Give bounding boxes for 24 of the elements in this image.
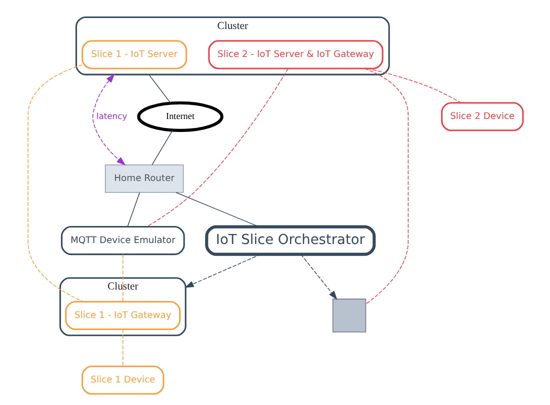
node-box: Home Router <box>104 164 184 193</box>
node-box: IoT Slice Orchestrator <box>204 225 376 256</box>
node-box: Slice 1 Device <box>81 366 164 395</box>
connector <box>151 130 173 166</box>
connector <box>148 74 171 104</box>
connector <box>122 328 123 367</box>
node-box: Slice 1 - IoT Server <box>81 40 187 70</box>
node-box: Slice 2 - IoT Server & IoT Gateway <box>208 40 383 70</box>
connector <box>27 64 84 302</box>
arrow <box>184 254 261 288</box>
node-box: Slice 1 - IoT Gateway <box>64 300 180 330</box>
connector <box>146 68 288 228</box>
node-ellipse: Internet <box>136 101 223 132</box>
connector <box>175 192 259 228</box>
arrow <box>300 254 337 300</box>
connector <box>122 254 123 302</box>
edge-label: latency <box>96 110 127 121</box>
node-box: MQTT Device Emulator <box>60 226 184 256</box>
connector <box>364 68 408 304</box>
arrow <box>92 74 126 166</box>
connector <box>126 192 140 228</box>
node-box <box>332 298 366 332</box>
connector <box>366 68 462 104</box>
node-box: Slice 2 Device <box>440 102 524 132</box>
